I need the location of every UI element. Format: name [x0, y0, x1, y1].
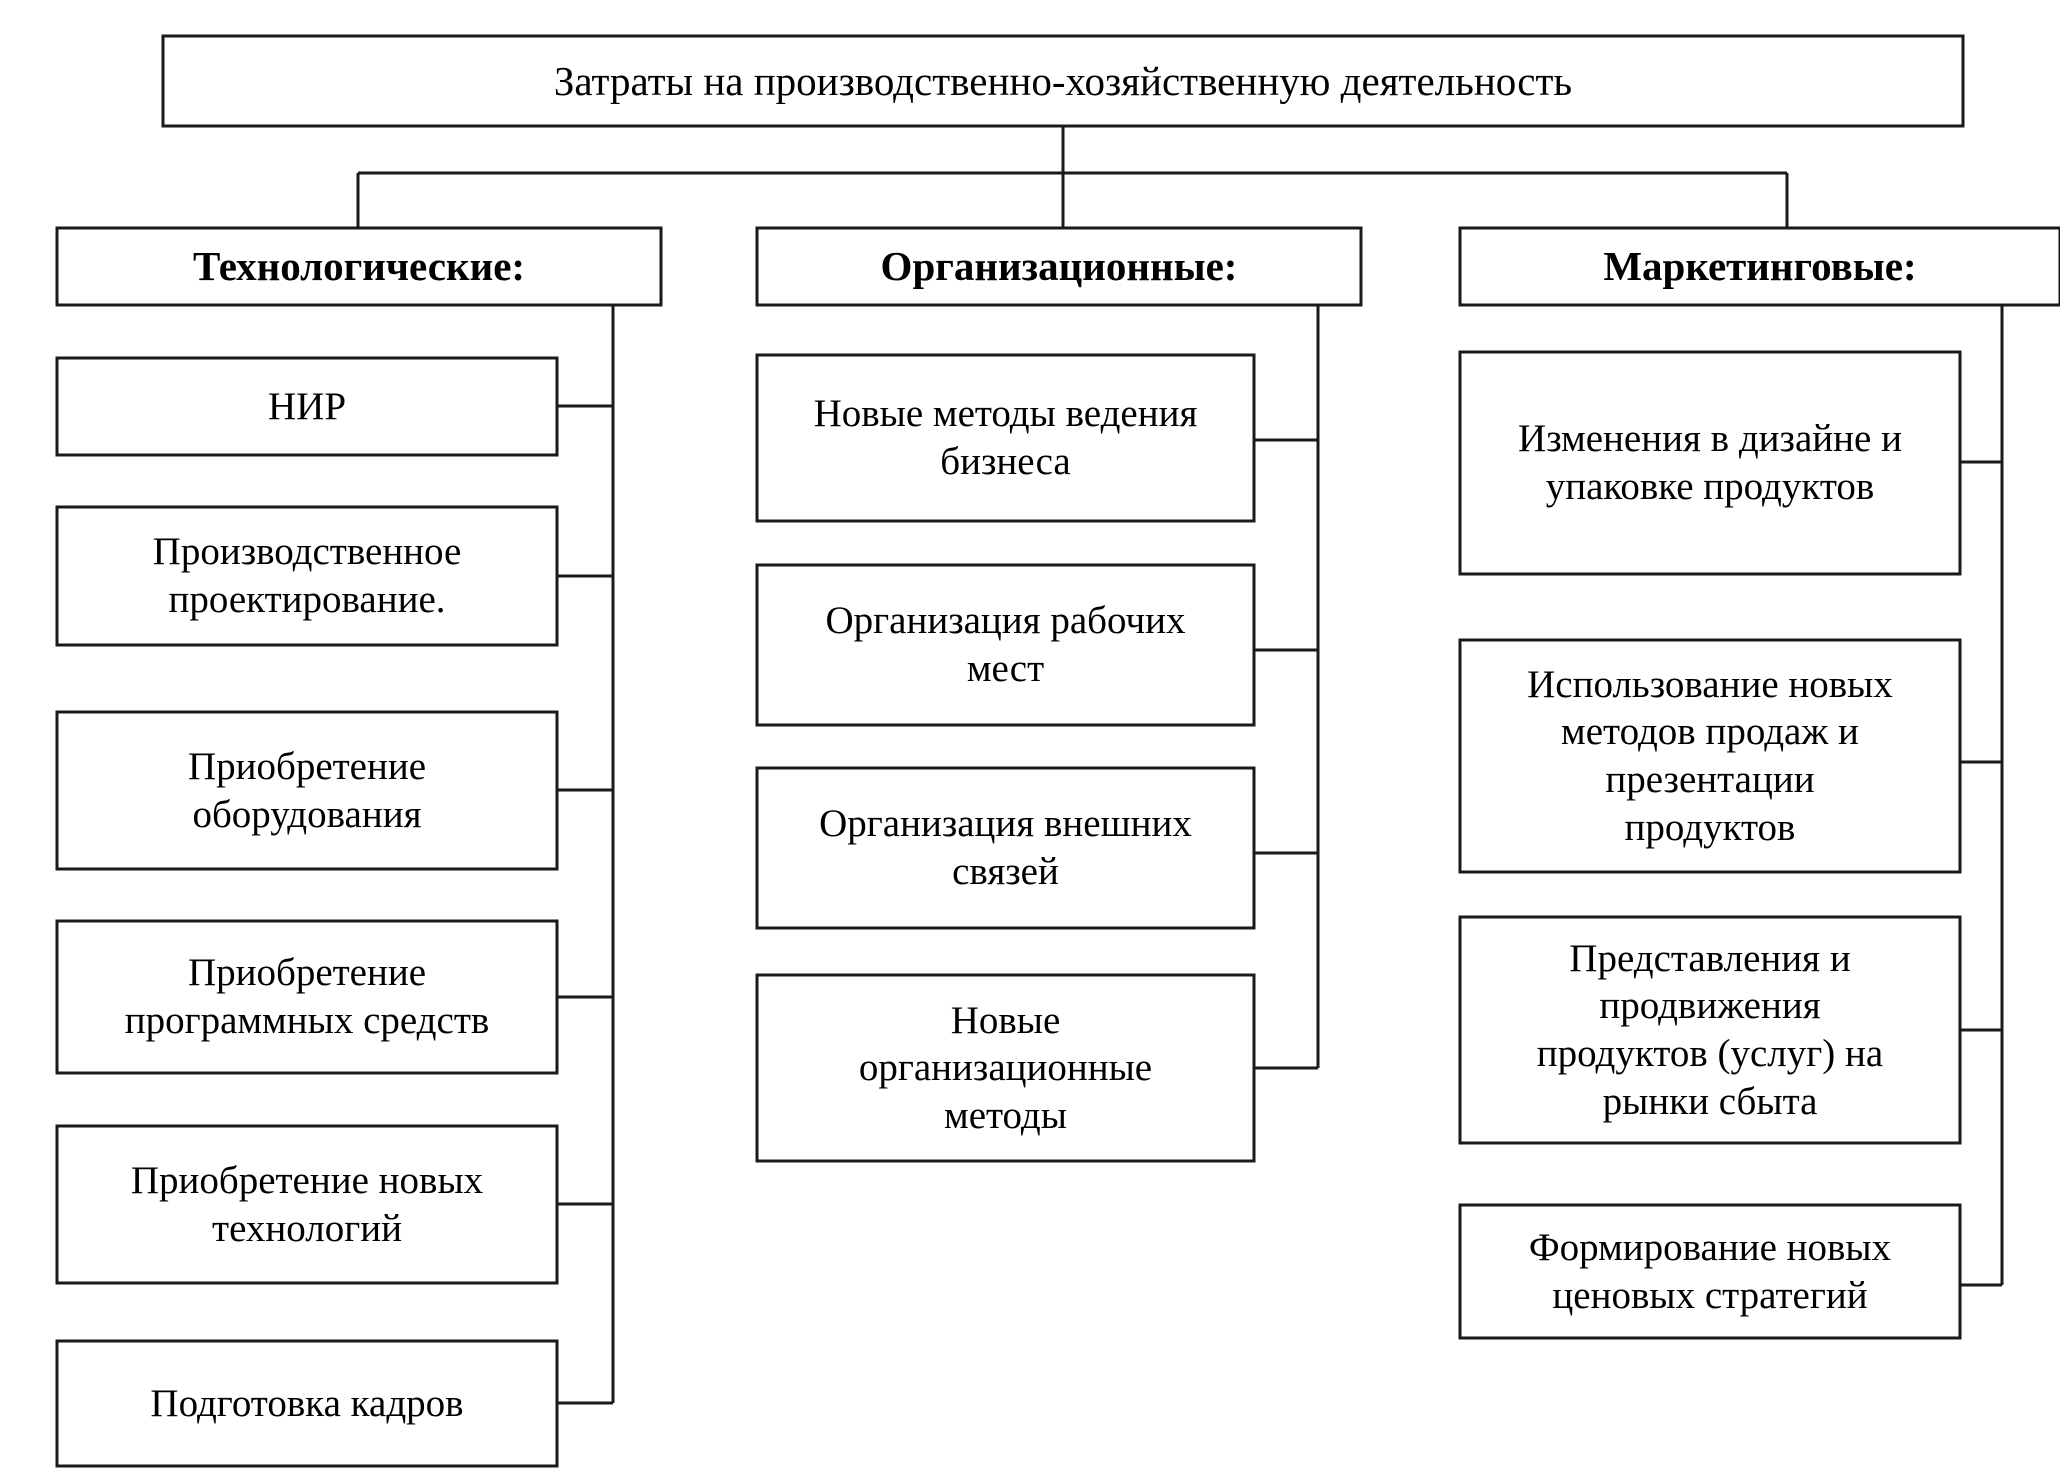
item-box-marketing-0: [1458, 350, 1962, 576]
category-label-marketing: Маркетинговые:: [1603, 243, 1917, 290]
item-label-marketing-2: Представления и продвижения продуктов (у…: [1536, 936, 1884, 1123]
category-box-organizational: [755, 226, 1363, 307]
item-label-marketing-0: Изменения в дизайне и упаковке продуктов: [1518, 417, 1902, 508]
item-label-organizational-2: Организация внешних связей: [819, 802, 1192, 893]
item-label-technological-4: Приобретение новых технологий: [130, 1158, 484, 1250]
category-label-organizational: Организационные:: [880, 243, 1238, 290]
item-label-technological-0: НИР: [267, 384, 347, 428]
item-label-marketing-3: Формирование новых ценовых стратегий: [1528, 1225, 1892, 1317]
item-label-organizational-1: Организация рабочих мест: [825, 599, 1186, 690]
item-box-technological-3: [55, 919, 559, 1075]
item-box-organizational-3: [755, 973, 1256, 1163]
item-box-marketing-1: [1458, 638, 1962, 874]
item-box-technological-1: [55, 505, 559, 647]
item-box-technological-4: [55, 1124, 559, 1285]
root-node-box: [161, 34, 1965, 128]
item-box-marketing-3: [1458, 1203, 1962, 1340]
item-box-organizational-2: [755, 766, 1256, 930]
category-box-marketing: [1458, 226, 2060, 307]
category-label-technological: Технологические:: [192, 243, 526, 290]
item-label-organizational-0: Новые методы ведения бизнеса: [813, 392, 1198, 483]
item-label-organizational-3: Новые организационные методы: [858, 998, 1153, 1137]
item-box-marketing-2: [1458, 915, 1962, 1145]
item-label-technological-3: Приобретение программных средств: [124, 951, 490, 1042]
root-node-label: Затраты на производственно-хозяйственную…: [553, 57, 1573, 104]
category-box-technological: [55, 226, 663, 307]
item-label-technological-5: Подготовка кадров: [150, 1381, 464, 1425]
item-box-organizational-0: [755, 353, 1256, 523]
item-label-marketing-1: Использование новых методов продаж и пре…: [1527, 662, 1893, 849]
item-label-technological-2: Приобретение оборудования: [187, 744, 427, 836]
item-label-technological-1: Производственное проектирование.: [152, 530, 462, 621]
item-box-organizational-1: [755, 563, 1256, 727]
